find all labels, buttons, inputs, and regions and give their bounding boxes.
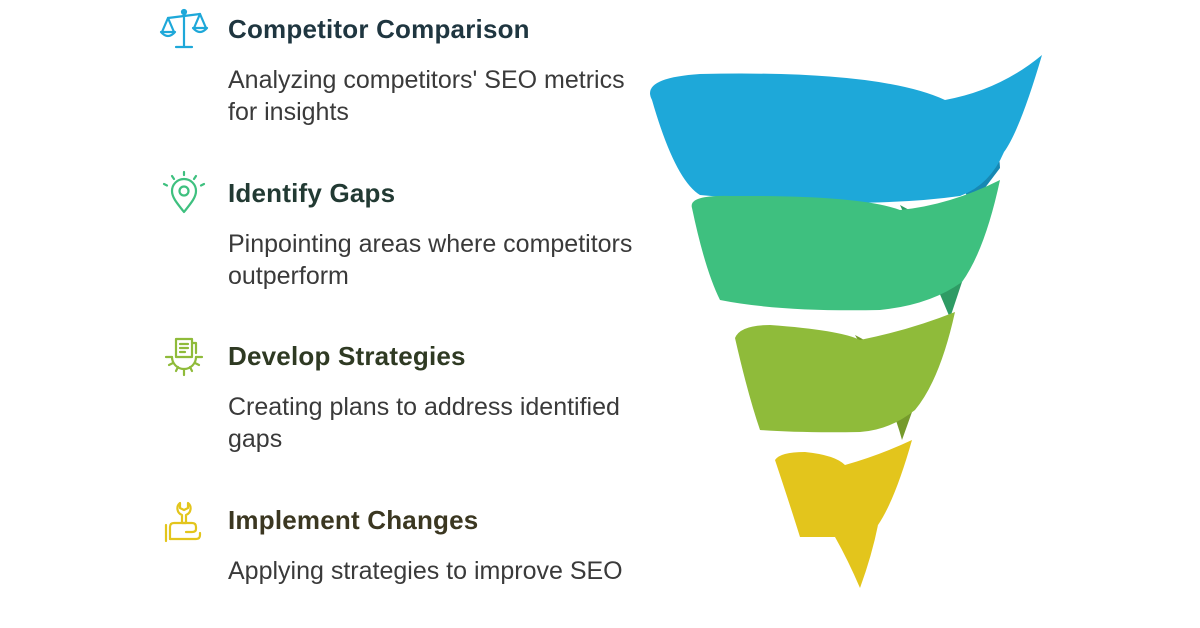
step-title: Competitor Comparison <box>228 14 530 44</box>
funnel-band-yellow <box>775 440 912 537</box>
funnel-band-olive <box>735 312 955 433</box>
steps-list: Competitor Comparison Analyzing competit… <box>159 8 632 585</box>
wrench-hand-icon <box>164 501 202 543</box>
location-pin-icon <box>162 170 206 214</box>
step-title: Implement Changes <box>228 505 479 535</box>
funnel-band-blue <box>650 55 1042 203</box>
strategy-gear-icon <box>164 337 204 377</box>
step-description: Analyzing competitors' SEO metrics for i… <box>228 66 625 126</box>
step-description: Pinpointing areas where competitors outp… <box>228 230 633 290</box>
step-description: Creating plans to address identified gap… <box>228 393 620 453</box>
scales-icon <box>159 8 209 49</box>
funnel-tip <box>835 525 878 588</box>
step-title: Identify Gaps <box>228 178 396 208</box>
step-title: Develop Strategies <box>228 341 466 371</box>
spiral-funnel <box>650 55 1042 588</box>
funnel-band-green <box>691 180 1000 311</box>
step-description: Applying strategies to improve SEO <box>228 557 623 585</box>
